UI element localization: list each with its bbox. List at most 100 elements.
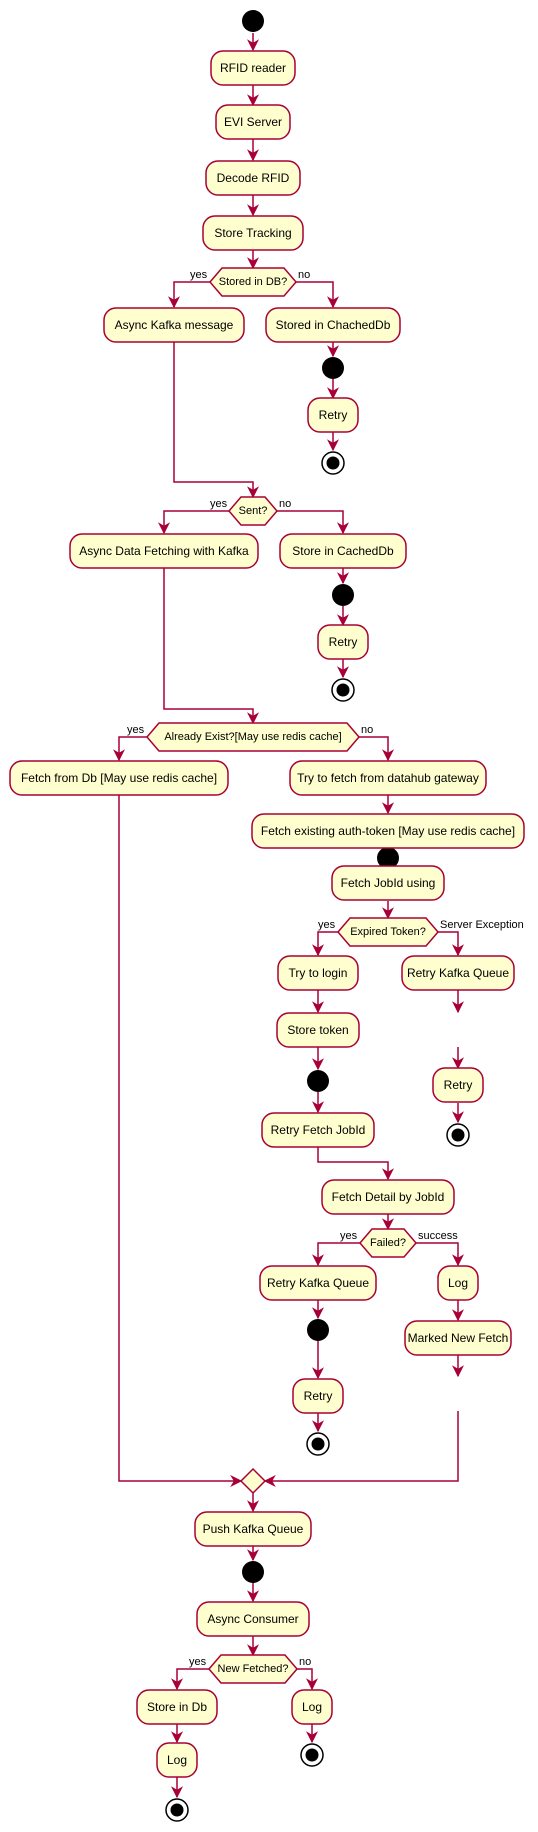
- svg-text:Decode RFID: Decode RFID: [217, 171, 290, 185]
- svg-text:Log: Log: [302, 1700, 322, 1714]
- activity-fetch-jobid: Fetch JobId using: [331, 865, 445, 901]
- svg-text:Stored in DB?: Stored in DB?: [219, 276, 287, 288]
- start-node: [242, 1561, 264, 1583]
- branch-label-yes: yes: [318, 919, 336, 931]
- svg-text:Retry Kafka Queue: Retry Kafka Queue: [407, 966, 509, 980]
- svg-text:Try to fetch from datahub gate: Try to fetch from datahub gateway: [297, 771, 479, 785]
- svg-text:Retry Kafka Queue: Retry Kafka Queue: [267, 1276, 369, 1290]
- decision-failed: Failed?: [359, 1228, 417, 1258]
- branch-label-no: no: [279, 498, 291, 510]
- start-node: [377, 847, 399, 869]
- activity-fetch-detail: Fetch Detail by JobId: [321, 1179, 455, 1215]
- activity-async-kafka-message: Async Kafka message: [103, 307, 245, 343]
- decision-expired-token: Expired Token?: [337, 917, 439, 947]
- merge-node: [239, 1467, 267, 1495]
- branch-label-yes: yes: [190, 269, 208, 281]
- svg-text:RFID reader: RFID reader: [220, 61, 286, 75]
- branch-label-success: success: [418, 1230, 458, 1242]
- svg-text:Log: Log: [167, 1753, 187, 1767]
- activity-log: Log: [437, 1265, 479, 1301]
- svg-text:Already Exist?[May use redis c: Already Exist?[May use redis cache]: [164, 731, 341, 743]
- activity-fetch-from-db: Fetch from Db [May use redis cache]: [9, 760, 229, 796]
- svg-text:Fetch existing auth-token [May: Fetch existing auth-token [May use redis…: [261, 824, 515, 838]
- activity-log: Log: [156, 1742, 198, 1778]
- svg-text:Retry Fetch JobId: Retry Fetch JobId: [271, 1123, 366, 1137]
- activity-retry: Retry: [432, 1067, 484, 1103]
- flow-edges: [113, 33, 464, 1799]
- svg-text:Sent?: Sent?: [239, 505, 268, 517]
- branch-label-server-exception: Server Exception: [440, 919, 524, 931]
- svg-text:Stored in ChachedDb: Stored in ChachedDb: [276, 318, 391, 332]
- activity-async-consumer: Async Consumer: [196, 1601, 310, 1637]
- activity-retry-kafka-queue: Retry Kafka Queue: [259, 1265, 377, 1301]
- activity-retry-fetch-jobid: Retry Fetch JobId: [261, 1112, 375, 1148]
- activity-store-token: Store token: [276, 1012, 360, 1048]
- activity-retry: Retry: [317, 624, 369, 660]
- decision-stored-in-db: Stored in DB?: [209, 267, 297, 297]
- activity-marked-new-fetch: Marked New Fetch: [404, 1320, 512, 1356]
- svg-text:Store Tracking: Store Tracking: [214, 226, 291, 240]
- svg-text:Fetch Detail by JobId: Fetch Detail by JobId: [332, 1190, 445, 1204]
- branch-label-yes: yes: [127, 724, 145, 736]
- start-node: [242, 10, 264, 32]
- svg-text:Async Consumer: Async Consumer: [207, 1612, 298, 1626]
- activity-decode-rfid: Decode RFID: [205, 160, 301, 196]
- svg-text:Async Kafka message: Async Kafka message: [115, 318, 234, 332]
- activity-retry: Retry: [307, 397, 359, 433]
- decision-already-exist: Already Exist?[May use redis cache]: [146, 722, 360, 752]
- branch-label-no: no: [299, 1656, 311, 1668]
- branch-label-no: no: [298, 269, 310, 281]
- activity-try-login: Try to login: [277, 955, 359, 991]
- stop-node: [321, 451, 345, 475]
- start-node: [307, 1319, 329, 1341]
- svg-text:Store token: Store token: [287, 1023, 348, 1037]
- flow-nodes: [165, 10, 470, 1822]
- branch-labels: yes no yes no yes no yes Server Exceptio…: [127, 269, 524, 1668]
- stop-node: [300, 1743, 324, 1767]
- activity-rfid-reader: RFID reader: [210, 50, 296, 86]
- svg-text:New Fetched?: New Fetched?: [218, 1663, 289, 1675]
- svg-text:Retry: Retry: [319, 408, 348, 422]
- start-node: [322, 357, 344, 379]
- stop-node: [306, 1432, 330, 1456]
- svg-text:Fetch from Db [May use redis c: Fetch from Db [May use redis cache]: [21, 771, 217, 785]
- activity-log: Log: [291, 1689, 333, 1725]
- decision-sent: Sent?: [228, 496, 278, 526]
- svg-text:Failed?: Failed?: [370, 1237, 406, 1249]
- activity-store-in-db: Store in Db: [136, 1689, 218, 1725]
- svg-text:Try to login: Try to login: [289, 966, 348, 980]
- svg-text:Store in CachedDb: Store in CachedDb: [292, 544, 394, 558]
- stop-node: [165, 1798, 189, 1822]
- activity-push-kafka-queue: Push Kafka Queue: [194, 1511, 312, 1547]
- stop-node: [446, 1123, 470, 1147]
- decision-new-fetched: New Fetched?: [208, 1654, 298, 1684]
- svg-text:Fetch JobId using: Fetch JobId using: [341, 876, 436, 890]
- branch-label-yes: yes: [340, 1230, 358, 1242]
- activity-store-in-cacheddb: Store in CachedDb: [279, 533, 407, 569]
- svg-text:Retry: Retry: [444, 1078, 473, 1092]
- activity-fetch-auth-token: Fetch existing auth-token [May use redis…: [251, 813, 525, 849]
- activity-try-fetch-datahub: Try to fetch from datahub gateway: [289, 760, 487, 796]
- svg-text:Push Kafka Queue: Push Kafka Queue: [203, 1522, 304, 1536]
- activity-retry-kafka-queue: Retry Kafka Queue: [401, 955, 515, 991]
- svg-text:Async Data Fetching with Kafka: Async Data Fetching with Kafka: [79, 544, 249, 558]
- svg-text:Retry: Retry: [329, 635, 358, 649]
- activity-retry: Retry: [292, 1378, 344, 1414]
- branch-label-yes: yes: [210, 498, 228, 510]
- svg-text:Store in Db: Store in Db: [147, 1700, 207, 1714]
- branch-label-yes: yes: [189, 1656, 207, 1668]
- svg-text:Log: Log: [448, 1276, 468, 1290]
- start-node: [332, 584, 354, 606]
- activity-stored-in-chacheddb: Stored in ChachedDb: [265, 307, 401, 343]
- stop-node: [331, 678, 355, 702]
- svg-text:EVI Server: EVI Server: [224, 115, 282, 129]
- svg-text:Marked New Fetch: Marked New Fetch: [408, 1331, 509, 1345]
- activity-store-tracking: Store Tracking: [202, 215, 304, 251]
- start-node: [307, 1070, 329, 1092]
- svg-text:Expired Token?: Expired Token?: [350, 926, 426, 938]
- activity-evi-server: EVI Server: [215, 104, 291, 140]
- activity-async-data-fetching: Async Data Fetching with Kafka: [69, 533, 259, 569]
- svg-text:Retry: Retry: [304, 1389, 333, 1403]
- branch-label-no: no: [361, 724, 373, 736]
